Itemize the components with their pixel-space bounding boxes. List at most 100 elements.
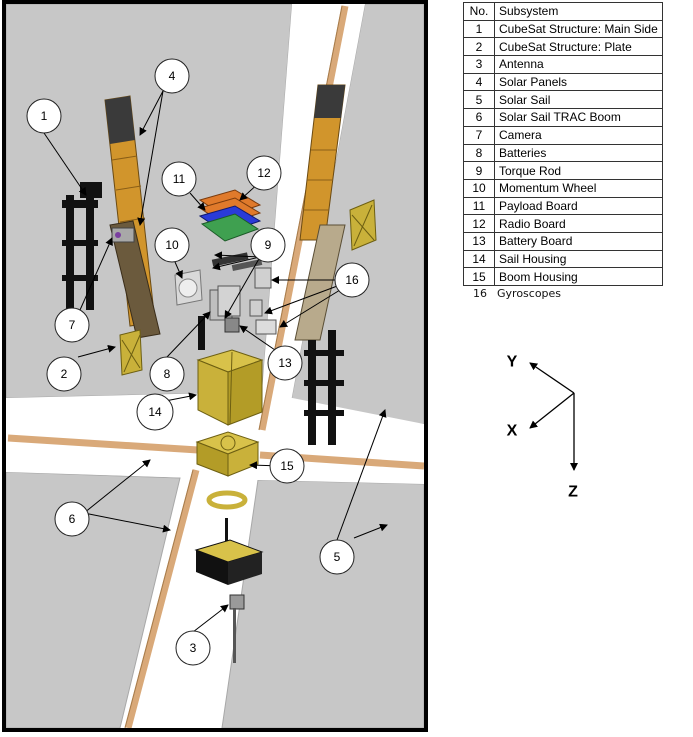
callout-15: 15 <box>269 448 305 484</box>
row-subsystem: Momentum Wheel <box>494 178 663 198</box>
header-subsystem: Subsystem <box>494 2 663 21</box>
axis-label-x: X <box>507 423 518 440</box>
callout-10: 10 <box>154 227 190 263</box>
row-no: 11 <box>463 196 495 216</box>
callout-2: 2 <box>46 356 82 392</box>
svg-text:16: 16 <box>345 273 359 287</box>
callout-7: 7 <box>54 307 90 343</box>
row-no: 7 <box>463 125 495 145</box>
row-subsystem: Radio Board <box>494 214 663 233</box>
boom-housing <box>195 431 260 477</box>
svg-text:14: 14 <box>148 405 162 419</box>
callout-6: 6 <box>54 501 90 537</box>
callout-3: 3 <box>175 630 211 666</box>
row-subsystem: Solar Sail TRAC Boom <box>494 108 663 127</box>
trac-boom-bottom <box>124 469 200 729</box>
structure-main-side-right <box>304 330 344 445</box>
extra-row-name: Gyroscopes <box>497 287 562 300</box>
table-extra-row: 16 Gyroscopes <box>463 287 561 300</box>
antenna-module <box>194 518 264 663</box>
svg-text:1: 1 <box>41 109 48 123</box>
row-no: 2 <box>463 37 495 57</box>
extra-row-no: 16 <box>473 287 487 300</box>
row-subsystem: CubeSat Structure: Plate <box>494 37 663 57</box>
gyroscopes <box>249 267 277 335</box>
solar-panel-left-lower <box>109 220 161 339</box>
row-subsystem: Torque Rod <box>494 161 663 180</box>
svg-text:5: 5 <box>334 550 341 564</box>
svg-text:15: 15 <box>280 459 294 473</box>
gear-ring <box>206 490 248 510</box>
solar-panel-right-lower <box>294 224 346 341</box>
row-no: 14 <box>463 249 495 269</box>
callout-5: 5 <box>319 539 355 575</box>
row-no: 1 <box>463 19 495 39</box>
row-no: 8 <box>463 143 495 163</box>
row-no: 10 <box>463 178 495 198</box>
callout-12: 12 <box>246 155 282 191</box>
svg-text:7: 7 <box>69 318 76 332</box>
row-no: 4 <box>463 72 495 92</box>
structure-plate-right <box>349 199 377 251</box>
row-subsystem: Antenna <box>494 55 663 74</box>
axis-label-z: Z <box>568 484 578 501</box>
row-no: 15 <box>463 267 495 286</box>
svg-text:3: 3 <box>190 641 197 655</box>
row-subsystem: Solar Panels <box>494 72 663 92</box>
callout-14: 14 <box>136 393 174 431</box>
svg-text:11: 11 <box>173 172 186 186</box>
callout-8: 8 <box>149 356 185 392</box>
row-subsystem: Battery Board <box>494 231 663 251</box>
callout-16: 16 <box>334 262 370 298</box>
svg-text:4: 4 <box>169 69 176 83</box>
svg-text:10: 10 <box>165 238 179 252</box>
row-subsystem: CubeSat Structure: Main Side <box>494 19 663 39</box>
row-no: 9 <box>463 161 495 180</box>
trac-boom-bottom-edge <box>124 469 194 729</box>
callout-11: 11 <box>161 161 197 197</box>
row-subsystem: Camera <box>494 125 663 145</box>
row-no: 13 <box>463 231 495 251</box>
svg-text:9: 9 <box>265 238 272 252</box>
axis-label-y: Y <box>507 354 518 371</box>
row-subsystem: Solar Sail <box>494 90 663 110</box>
figure-border <box>2 0 428 732</box>
row-no: 3 <box>463 55 495 74</box>
svg-text:8: 8 <box>164 367 171 381</box>
structure-plate-left <box>119 329 143 376</box>
svg-text:12: 12 <box>257 166 271 180</box>
callout-1: 1 <box>26 98 62 134</box>
row-no: 6 <box>463 108 495 127</box>
table-header-row: No. Subsystem <box>463 2 663 21</box>
trac-boom-left <box>7 434 199 454</box>
svg-text:6: 6 <box>69 512 76 526</box>
sail-housing <box>196 349 264 426</box>
coordinate-axes <box>529 362 578 471</box>
callout-13: 13 <box>267 345 303 381</box>
svg-text:13: 13 <box>278 356 292 370</box>
row-subsystem: Sail Housing <box>494 249 663 269</box>
callout-9: 9 <box>250 227 286 263</box>
header-no: No. <box>463 2 495 21</box>
svg-text:2: 2 <box>61 367 68 381</box>
row-subsystem: Batteries <box>494 143 663 163</box>
row-no: 5 <box>463 90 495 110</box>
camera <box>111 227 135 243</box>
